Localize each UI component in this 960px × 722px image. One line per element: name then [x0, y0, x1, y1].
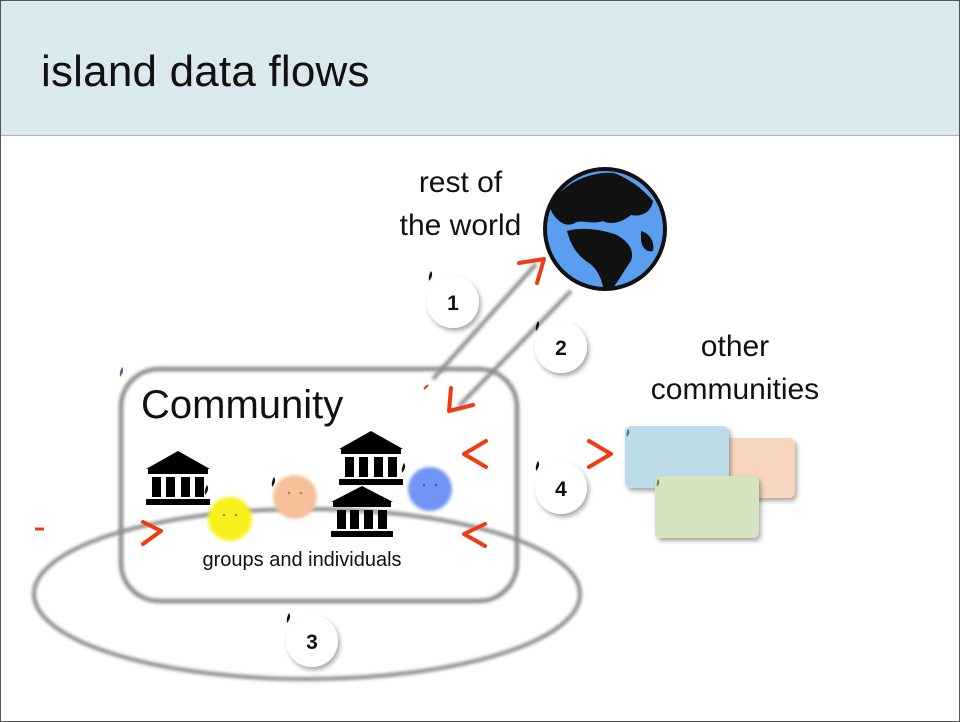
community-box: [118, 366, 520, 604]
stray-mark-center: [423, 384, 429, 390]
flow-badge-2: 2: [535, 321, 587, 373]
community-card-green: [655, 476, 759, 538]
comment-marker-purple: [119, 367, 124, 377]
person-peach-icon: [273, 475, 317, 519]
title-bar: island data flows: [1, 1, 959, 136]
rest-of-world-line-2: the world: [399, 209, 522, 242]
building-icon-3: [331, 486, 393, 537]
globe-icon: [543, 167, 667, 291]
arrowhead-flow-2: [447, 386, 475, 413]
person-blue-icon: [408, 467, 452, 511]
flow-badge-3: 3: [286, 615, 338, 667]
slide-title: island data flows: [41, 47, 370, 96]
community-label: Community: [141, 383, 344, 427]
arrowhead-flow-4-right: [587, 439, 613, 469]
community-card-blue: [625, 426, 729, 488]
flow-2-number: 2: [555, 337, 567, 360]
comment-marker-blue: [626, 429, 630, 437]
building-icon-2: [339, 431, 403, 485]
other-communities-line-2: communities: [650, 373, 820, 406]
flow-2-line: [457, 289, 573, 408]
comment-markers: [204, 271, 540, 623]
arrowhead-loop-left: [141, 520, 163, 546]
flow-1-line: [431, 262, 538, 381]
comment-marker-green: [656, 479, 660, 487]
person-yellow-icon: [208, 497, 252, 541]
flow-3-number: 3: [306, 631, 318, 654]
arrowhead-flow-1: [517, 257, 546, 285]
flow-badge-1: 1: [427, 276, 479, 328]
arrowhead-loop-right: [462, 522, 487, 548]
flow-1-number: 1: [447, 292, 459, 315]
other-communities-line-1: other: [700, 330, 770, 363]
rest-of-world-label: rest of the world: [373, 161, 548, 247]
building-icon-1: [146, 451, 210, 505]
arrowhead-flow-4-left: [462, 439, 488, 469]
rest-of-world-line-1: rest of: [418, 166, 503, 199]
other-communities-label: other communities: [625, 325, 845, 411]
groups-label: groups and individuals: [202, 549, 402, 571]
flow-badge-4: 4: [535, 462, 587, 514]
flow-4-number: 4: [555, 478, 567, 501]
